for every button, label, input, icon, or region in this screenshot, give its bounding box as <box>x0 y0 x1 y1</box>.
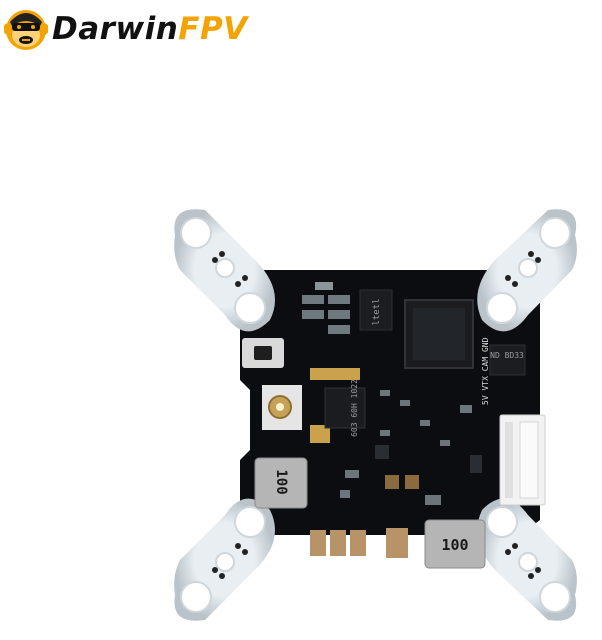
tactile-button <box>242 338 284 368</box>
mount-pad-bottom-left <box>174 498 275 621</box>
smd-pads-top <box>302 282 350 334</box>
brand-name-part2: FPV <box>178 10 248 47</box>
brand-logo: DarwinFPV <box>4 6 248 52</box>
inductor-left: 100 <box>254 457 308 509</box>
chip-right: ND BD33 <box>489 344 526 376</box>
gold-solder-pads <box>310 368 360 443</box>
capacitors-bottom <box>310 528 408 558</box>
monkey-face-icon <box>4 10 48 50</box>
chip-upper: ltetl <box>359 289 393 331</box>
svg-text:ltetl: ltetl <box>372 298 382 325</box>
mount-pad-bottom-right <box>477 498 577 621</box>
svg-text:100: 100 <box>441 536 468 554</box>
pcb-illustration: ltetl ND BD33 <box>174 209 577 621</box>
mount-pad-top-left <box>174 209 275 332</box>
ufl-antenna-connector <box>262 385 302 430</box>
chip-mid-label: 603 60H 1022 <box>350 379 359 437</box>
brand-name-part1: Darwin <box>52 10 179 47</box>
inductor-bottom: 100 <box>424 519 486 569</box>
chip-mid: 603 60H 1022 <box>324 379 366 437</box>
passive-components <box>340 390 482 505</box>
chip-right-label: ND BD33 <box>490 351 524 360</box>
brand-wordmark: DarwinFPV <box>52 10 248 47</box>
chip-main-soc <box>404 299 474 369</box>
silkscreen-pin-labels: 5V VTX CAM GND <box>481 337 490 405</box>
jst-connector <box>499 414 546 506</box>
svg-text:100: 100 <box>273 469 289 494</box>
mount-pad-top-right <box>477 209 577 332</box>
vtx-board-photo: ltetl ND BD33 <box>150 190 602 640</box>
